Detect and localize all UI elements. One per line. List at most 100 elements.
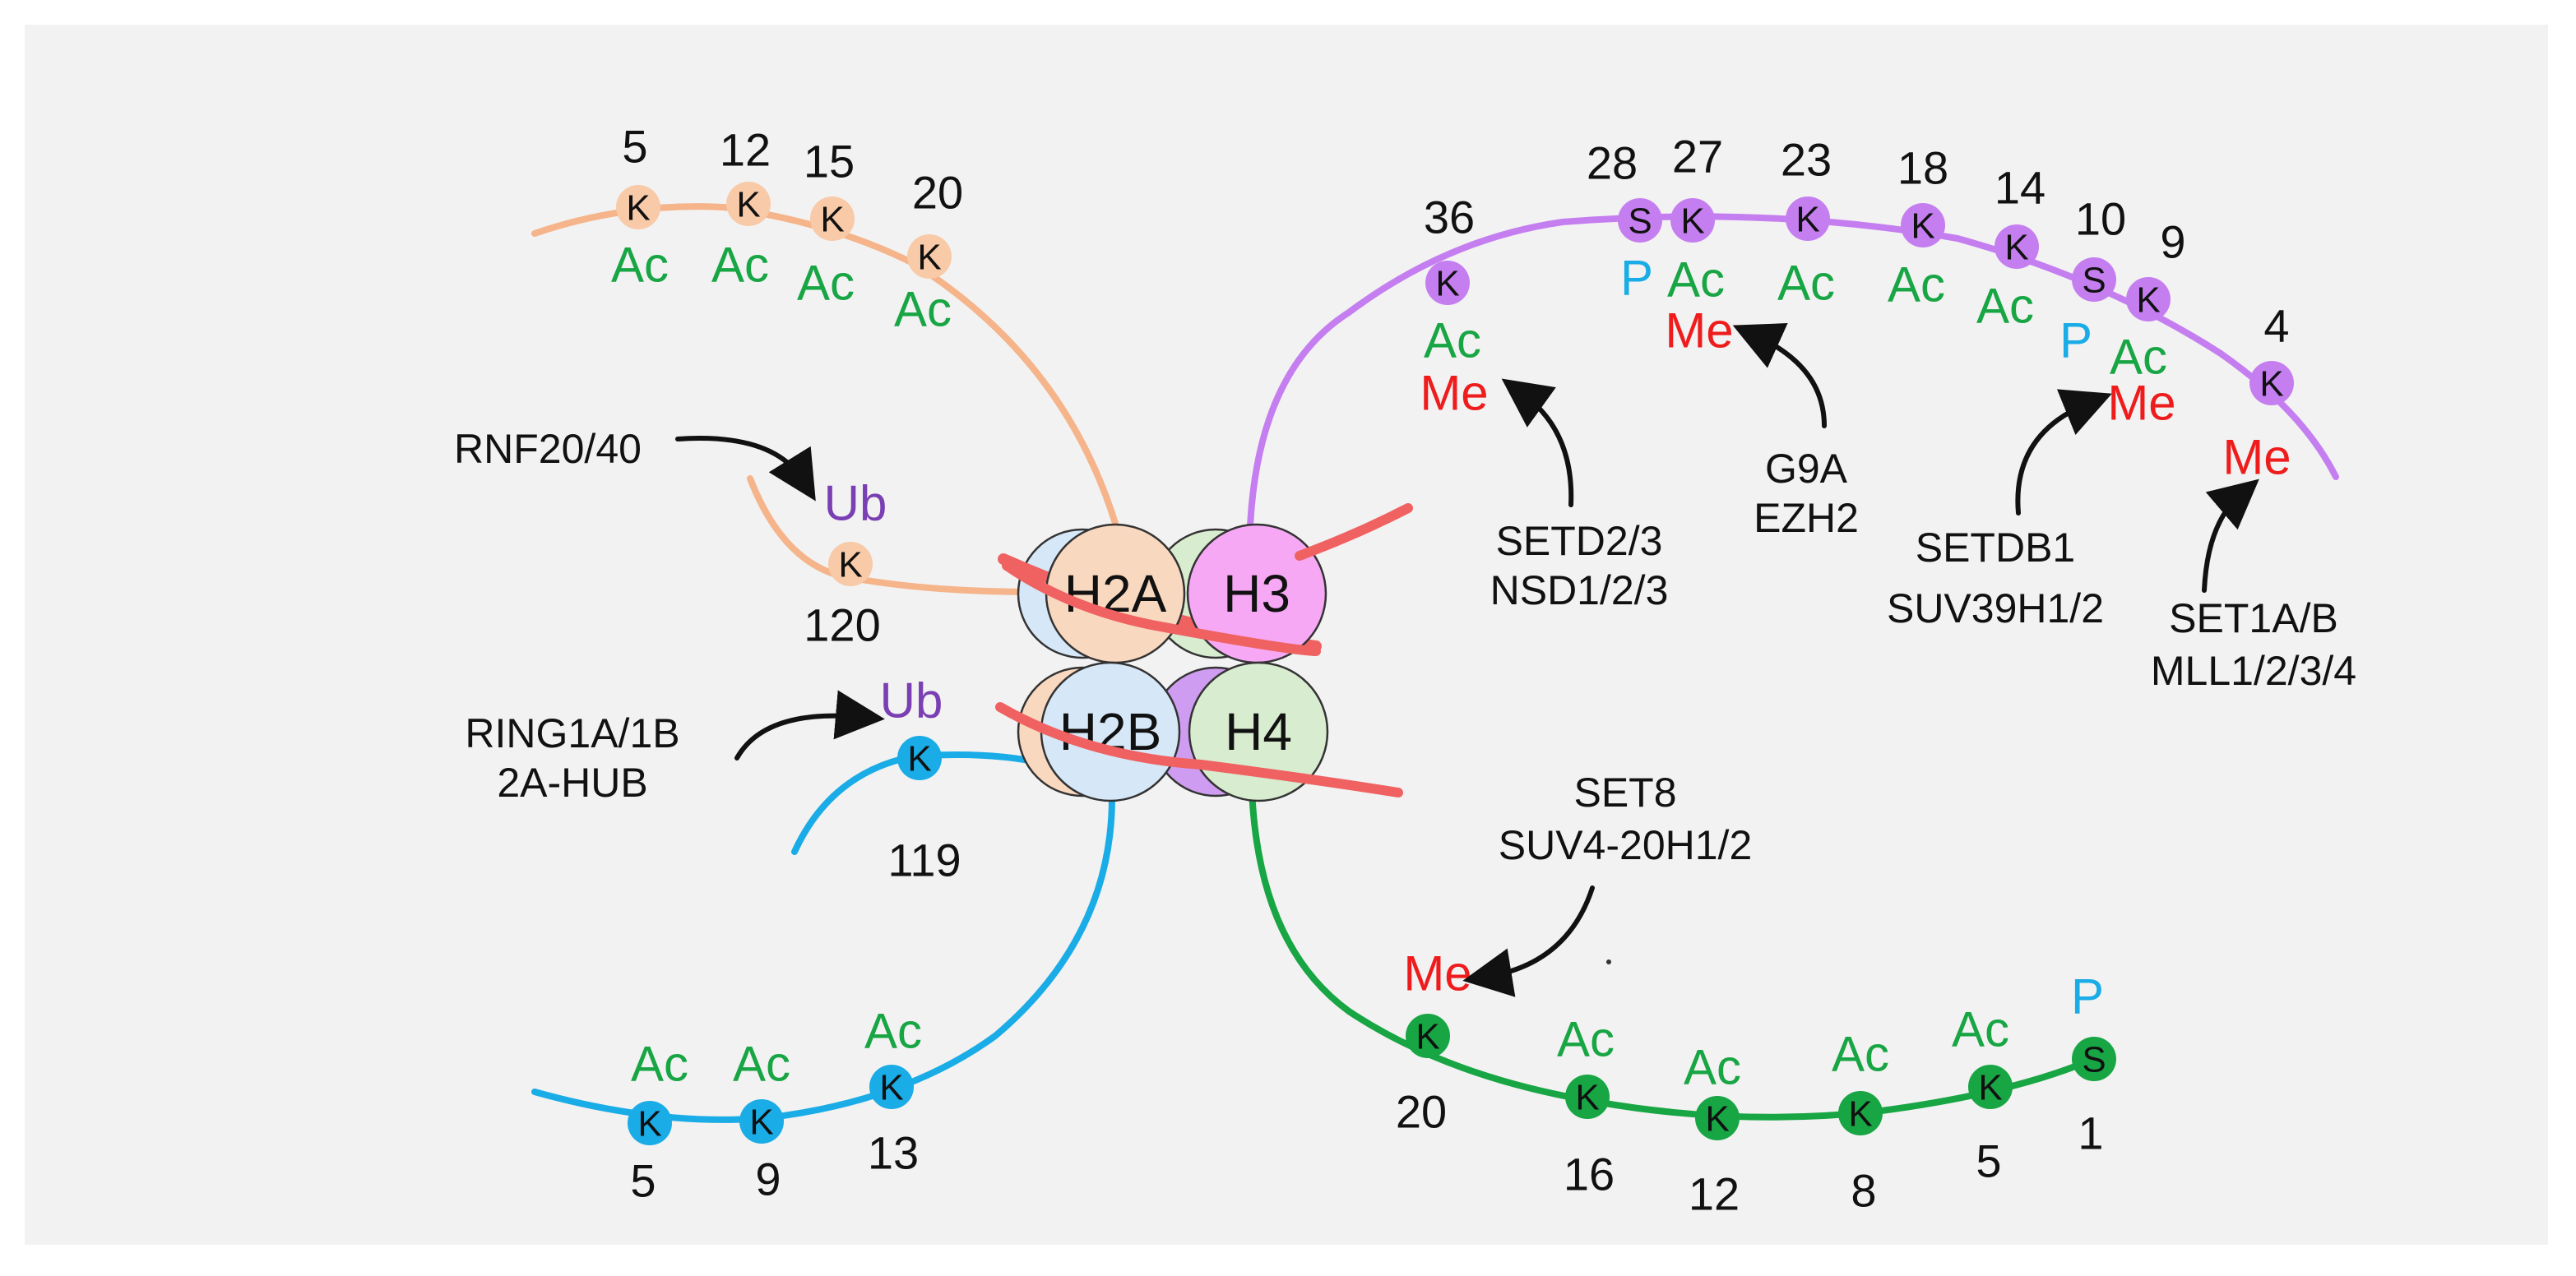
h3-k14-position: 14 — [1995, 162, 2046, 214]
h3-s28-letter: S — [1628, 201, 1652, 242]
h3-s10-dot — [2072, 257, 2116, 302]
h2b-k9-mod-ac: Ac — [733, 1037, 790, 1092]
h3-k27-position: 27 — [1672, 131, 1723, 183]
h4-k16-mod-ac: Ac — [1557, 1012, 1615, 1067]
h3-k9-mod-ac: Ac — [2110, 330, 2167, 385]
h2a-k5-position: 5 — [622, 121, 647, 173]
h2a-k20-dot — [907, 234, 952, 279]
h3-k14-mod-ac: Ac — [1976, 279, 2034, 334]
h2a-k5-mod-ac: Ac — [611, 238, 669, 293]
h4-s1-position: 1 — [2078, 1107, 2103, 1159]
h3-k9-dot — [2126, 277, 2171, 321]
enzyme-ring1-line-2: 2A-HUB — [497, 760, 647, 806]
h4-k12-dot — [1695, 1096, 1740, 1140]
h4-k8-dot — [1838, 1091, 1883, 1135]
h4-k12-letter: K — [1705, 1099, 1729, 1140]
h2a-k15-position: 15 — [804, 136, 855, 187]
h3-k23-letter: K — [1795, 200, 1819, 240]
h2a-k12-dot — [726, 182, 771, 226]
h2a-k15-letter: K — [820, 200, 844, 240]
h3-k27-dot — [1670, 198, 1715, 243]
enzyme-set8-line-1: SET8 — [1573, 770, 1676, 816]
dna-strand-top-right — [1295, 503, 1413, 561]
h2a-c-tail — [747, 475, 1040, 595]
enzyme-setd2-line-2: NSD1/2/3 — [1490, 567, 1669, 613]
h3-k27-mod-ac: Ac — [1667, 252, 1725, 307]
h3-k4-position: 4 — [2263, 300, 2289, 352]
h3-k4-mod-me: Me — [2222, 430, 2291, 485]
h2b-k119-dot — [897, 736, 942, 780]
h2a-k120-position: 120 — [804, 599, 880, 651]
enzyme-setd2-line-1: SETD2/3 — [1496, 518, 1663, 564]
h2a-k12-position: 12 — [720, 124, 771, 176]
h4-k8-mod-ac: Ac — [1832, 1027, 1889, 1082]
h3-k14-letter: K — [2004, 228, 2028, 268]
h4-k5-position: 5 — [1976, 1135, 2001, 1187]
h3-k9-position: 9 — [2160, 216, 2185, 268]
h4-s1-letter: S — [2082, 1040, 2106, 1080]
h4-k12-mod-ac: Ac — [1684, 1040, 1741, 1095]
h3-n-tail — [1247, 213, 2339, 529]
h3-k18-letter: K — [1911, 206, 1934, 247]
h3-k27-letter: K — [1680, 201, 1704, 242]
h4-k16-position: 16 — [1564, 1149, 1615, 1200]
h3-k18-mod-ac: Ac — [1888, 257, 1945, 312]
h2b-k9-dot — [739, 1099, 784, 1144]
h2b-k9-position: 9 — [755, 1153, 781, 1205]
h2a-k20-letter: K — [917, 238, 941, 278]
h4-k12-position: 12 — [1689, 1168, 1740, 1220]
h3-s28-dot — [1618, 198, 1662, 243]
enzyme-setd2-arrow — [1501, 378, 1574, 507]
h2b-k13-dot — [869, 1065, 914, 1109]
h4-k8-position: 8 — [1851, 1165, 1876, 1217]
enzyme-set8-line-2: SUV4-20H1/2 — [1499, 822, 1753, 868]
h3-k9-mod-me: Me — [2107, 376, 2175, 431]
h4-k20-dot — [1406, 1014, 1450, 1058]
h2a-k120-letter: K — [838, 545, 862, 585]
dna-strand-top — [1002, 561, 1321, 656]
h4-k8-letter: K — [1848, 1094, 1872, 1135]
h2b-n-tail — [531, 794, 1115, 1123]
h3-k36-mod-me: Me — [1420, 366, 1488, 421]
h2b-k5-letter: K — [637, 1104, 661, 1144]
h3-k36-dot — [1425, 261, 1470, 305]
h2a-k120-dot — [828, 542, 873, 586]
h3-k4-dot — [2249, 361, 2294, 405]
h4-k20-position: 20 — [1396, 1086, 1447, 1138]
enzyme-rnf20-line-1: RNF20/40 — [454, 426, 642, 472]
h2a-k15-dot — [810, 196, 855, 241]
h4-k5-letter: K — [1978, 1068, 2002, 1108]
h2a-k12-letter: K — [736, 185, 760, 225]
residue-h2a-k120: K 120 Ub — [804, 476, 887, 651]
histone-h3-label: H3 — [1223, 564, 1290, 623]
h2b-k5-dot — [628, 1101, 672, 1145]
h3-k36-position: 36 — [1424, 192, 1475, 243]
h3-k36-letter: K — [1435, 264, 1459, 304]
enzyme-set1-arrow — [2202, 478, 2259, 593]
h3-k14-dot — [1995, 224, 2039, 269]
h2a-k120-mod-ub: Ub — [824, 476, 887, 531]
h4-k5-dot — [1968, 1065, 2013, 1109]
enzyme-ring1-line-1: RING1A/1B — [465, 710, 679, 756]
stray-dot — [1606, 959, 1611, 964]
h4-k5-mod-ac: Ac — [1952, 1002, 2009, 1057]
h3-s28-mod-p: P — [1620, 251, 1653, 306]
